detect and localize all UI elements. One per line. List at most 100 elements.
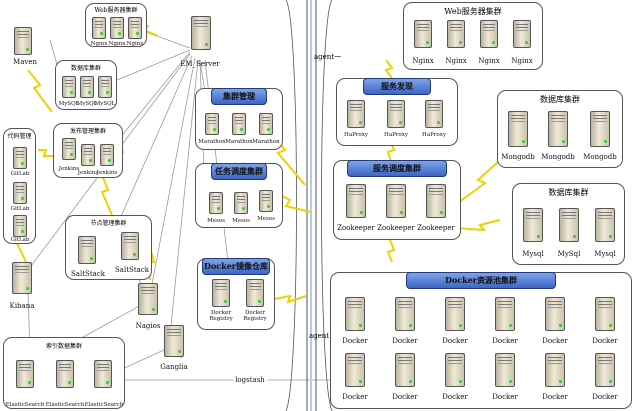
server-icon [62, 76, 76, 98]
server-icon [523, 208, 543, 242]
server-label: HaProxy [422, 132, 446, 138]
server-label: Docker [442, 337, 468, 345]
server-icon [595, 353, 615, 387]
server-label: Zookeeper [377, 224, 415, 232]
server-label: Nginx [412, 57, 434, 65]
agent-label-top: agent一 [314, 53, 342, 61]
server-label: Mysql [522, 250, 544, 258]
server-icon [13, 215, 27, 237]
publish-management-group: 发布管理集群 Jenkins Jenkins Jenkins [53, 123, 123, 178]
cluster-management-group: 集群管理 Marathon Marathon Marathon [195, 88, 283, 150]
em-server-label: EM_Server [180, 60, 220, 68]
server-label: Zookeeper [337, 224, 375, 232]
server-icon [445, 297, 465, 331]
server-label: Jenkins [58, 166, 80, 172]
server-label: MySql [557, 250, 581, 258]
group-title: 数据库集群 [70, 65, 101, 72]
server-icon [395, 353, 415, 387]
mysql-cluster: 数据库集群 Mysql MySql Mysql [512, 183, 625, 265]
group-title: 任务调度集群 [211, 163, 267, 180]
index-data-cluster: 索引数据集群 ElasticSearch ElasticSearch Elast… [3, 337, 125, 409]
server-label: Nginx [478, 57, 500, 65]
server-label: Mongodb [541, 153, 575, 161]
server-label: Jenkins [77, 170, 99, 176]
server-icon [13, 182, 27, 204]
server-label: Mesos [207, 218, 225, 224]
server-label: Docker [342, 393, 368, 401]
group-title: 数据库集群 [540, 95, 580, 104]
server-label: Docker [542, 393, 568, 401]
server-icon [386, 184, 406, 218]
server-icon [345, 353, 365, 387]
server-label: Marathon [198, 139, 226, 145]
kibana-server-icon [12, 262, 32, 294]
agent-label-bottom: agent [309, 332, 330, 340]
nagios-label: Nagios [135, 322, 161, 330]
server-icon [425, 100, 443, 128]
server-icon [98, 76, 112, 98]
server-icon [345, 297, 365, 331]
server-icon [100, 144, 114, 166]
server-label: Marathon [225, 139, 253, 145]
server-label: HaProxy [344, 132, 368, 138]
server-icon [346, 184, 366, 218]
group-title: Web服务器集群 [444, 7, 502, 16]
server-icon [259, 190, 273, 212]
server-icon [347, 100, 365, 128]
group-title: 节点管理集群 [90, 220, 127, 227]
server-label: Mysql [594, 250, 616, 258]
kibana-label: Kibana [9, 302, 35, 310]
server-label: Mongodb [583, 153, 617, 161]
group-title: 数据库集群 [548, 188, 589, 197]
server-icon [212, 279, 230, 307]
service-discovery-group: 服务发现 HaProxy HaProxy HaProxy [336, 78, 458, 146]
server-label: MySQL [76, 101, 98, 107]
server-label: ElasticSearch [84, 402, 124, 408]
server-label: HaProxy [384, 132, 408, 138]
maven-server-icon [14, 27, 32, 55]
server-icon [234, 192, 248, 214]
server-label: SaltStack [71, 270, 105, 278]
group-title: Web服务器集群 [94, 7, 138, 14]
server-icon [92, 17, 106, 39]
server-icon [205, 113, 219, 135]
docker-registry-group: Docker镜像仓库 Docker Registry Docker Regist… [197, 258, 275, 330]
server-icon [94, 360, 112, 388]
mongodb-cluster: 数据库集群 Mongodb Mongodb Mongodb [497, 90, 623, 168]
nagios-server-icon [138, 283, 158, 315]
server-label: ElasticSearch [45, 402, 85, 408]
server-icon [447, 20, 465, 48]
server-label: Docker [542, 337, 568, 345]
server-label: Nginx [108, 41, 126, 47]
logstash-label: logstash [233, 376, 267, 384]
server-label: Mongodb [501, 153, 535, 161]
server-label: Docker [492, 337, 518, 345]
server-label: Docker [342, 337, 368, 345]
server-icon [80, 76, 94, 98]
server-label: Docker [392, 393, 418, 401]
group-title: 代码管理 [7, 133, 32, 140]
server-label: GitLab [10, 237, 30, 243]
server-label: Nginx [445, 57, 467, 65]
server-icon [495, 297, 515, 331]
server-icon [548, 111, 568, 147]
server-icon [387, 100, 405, 128]
server-icon [480, 20, 498, 48]
server-label: GitLab [10, 171, 30, 177]
maven-label: Maven [13, 58, 37, 66]
server-label: Docker [442, 393, 468, 401]
server-icon [513, 20, 531, 48]
web-cluster-small: Web服务器集群 Nginx Nginx Nginx [85, 3, 147, 47]
em-server-icon [191, 16, 211, 50]
server-label: Nginx [511, 57, 533, 65]
server-icon [545, 353, 565, 387]
server-label: Mesos [232, 218, 250, 224]
server-icon [78, 236, 96, 264]
server-icon [128, 17, 142, 39]
group-title: 发布管理集群 [69, 128, 106, 135]
server-label: MySQL [58, 101, 80, 107]
server-label: Docker Registry [243, 310, 267, 322]
server-label: Mesos [257, 216, 275, 222]
